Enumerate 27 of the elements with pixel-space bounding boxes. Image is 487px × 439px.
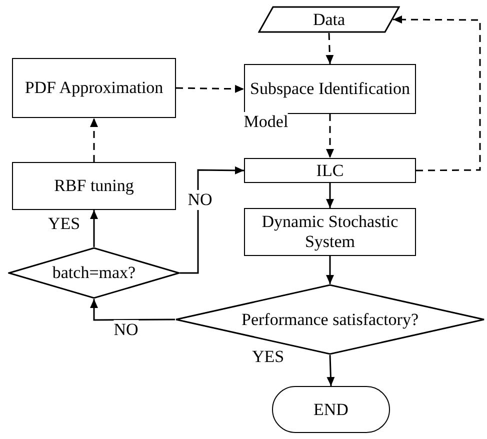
node-label: RBF tuning	[53, 176, 135, 196]
arrow	[393, 16, 481, 172]
process-box	[12, 162, 176, 210]
arrow	[326, 256, 334, 284]
process-box	[12, 58, 176, 118]
node-label: END	[312, 400, 350, 420]
arrow	[90, 299, 175, 321]
node-label: Performance satisfactory?	[240, 310, 420, 330]
arrow	[90, 210, 98, 247]
decision-diamond	[8, 247, 180, 299]
node-label: Data	[312, 10, 346, 30]
arrow	[180, 166, 244, 274]
arrow	[90, 118, 98, 162]
arrow	[176, 84, 244, 93]
arrow	[326, 114, 334, 158]
node-label: Dynamic Stochastic System	[260, 212, 400, 252]
node-label: ILC	[315, 160, 345, 180]
node-label: Subspace Identification	[248, 79, 412, 99]
arrow	[326, 354, 335, 386]
node-label: batch=max?	[51, 263, 137, 283]
process-box	[244, 208, 416, 256]
process-box	[244, 158, 416, 183]
data-parallelogram	[258, 6, 400, 33]
edge-label: NO	[188, 190, 212, 210]
node-label: PDF Approximation	[24, 78, 164, 98]
arrow	[326, 32, 334, 64]
arrow	[326, 183, 334, 208]
